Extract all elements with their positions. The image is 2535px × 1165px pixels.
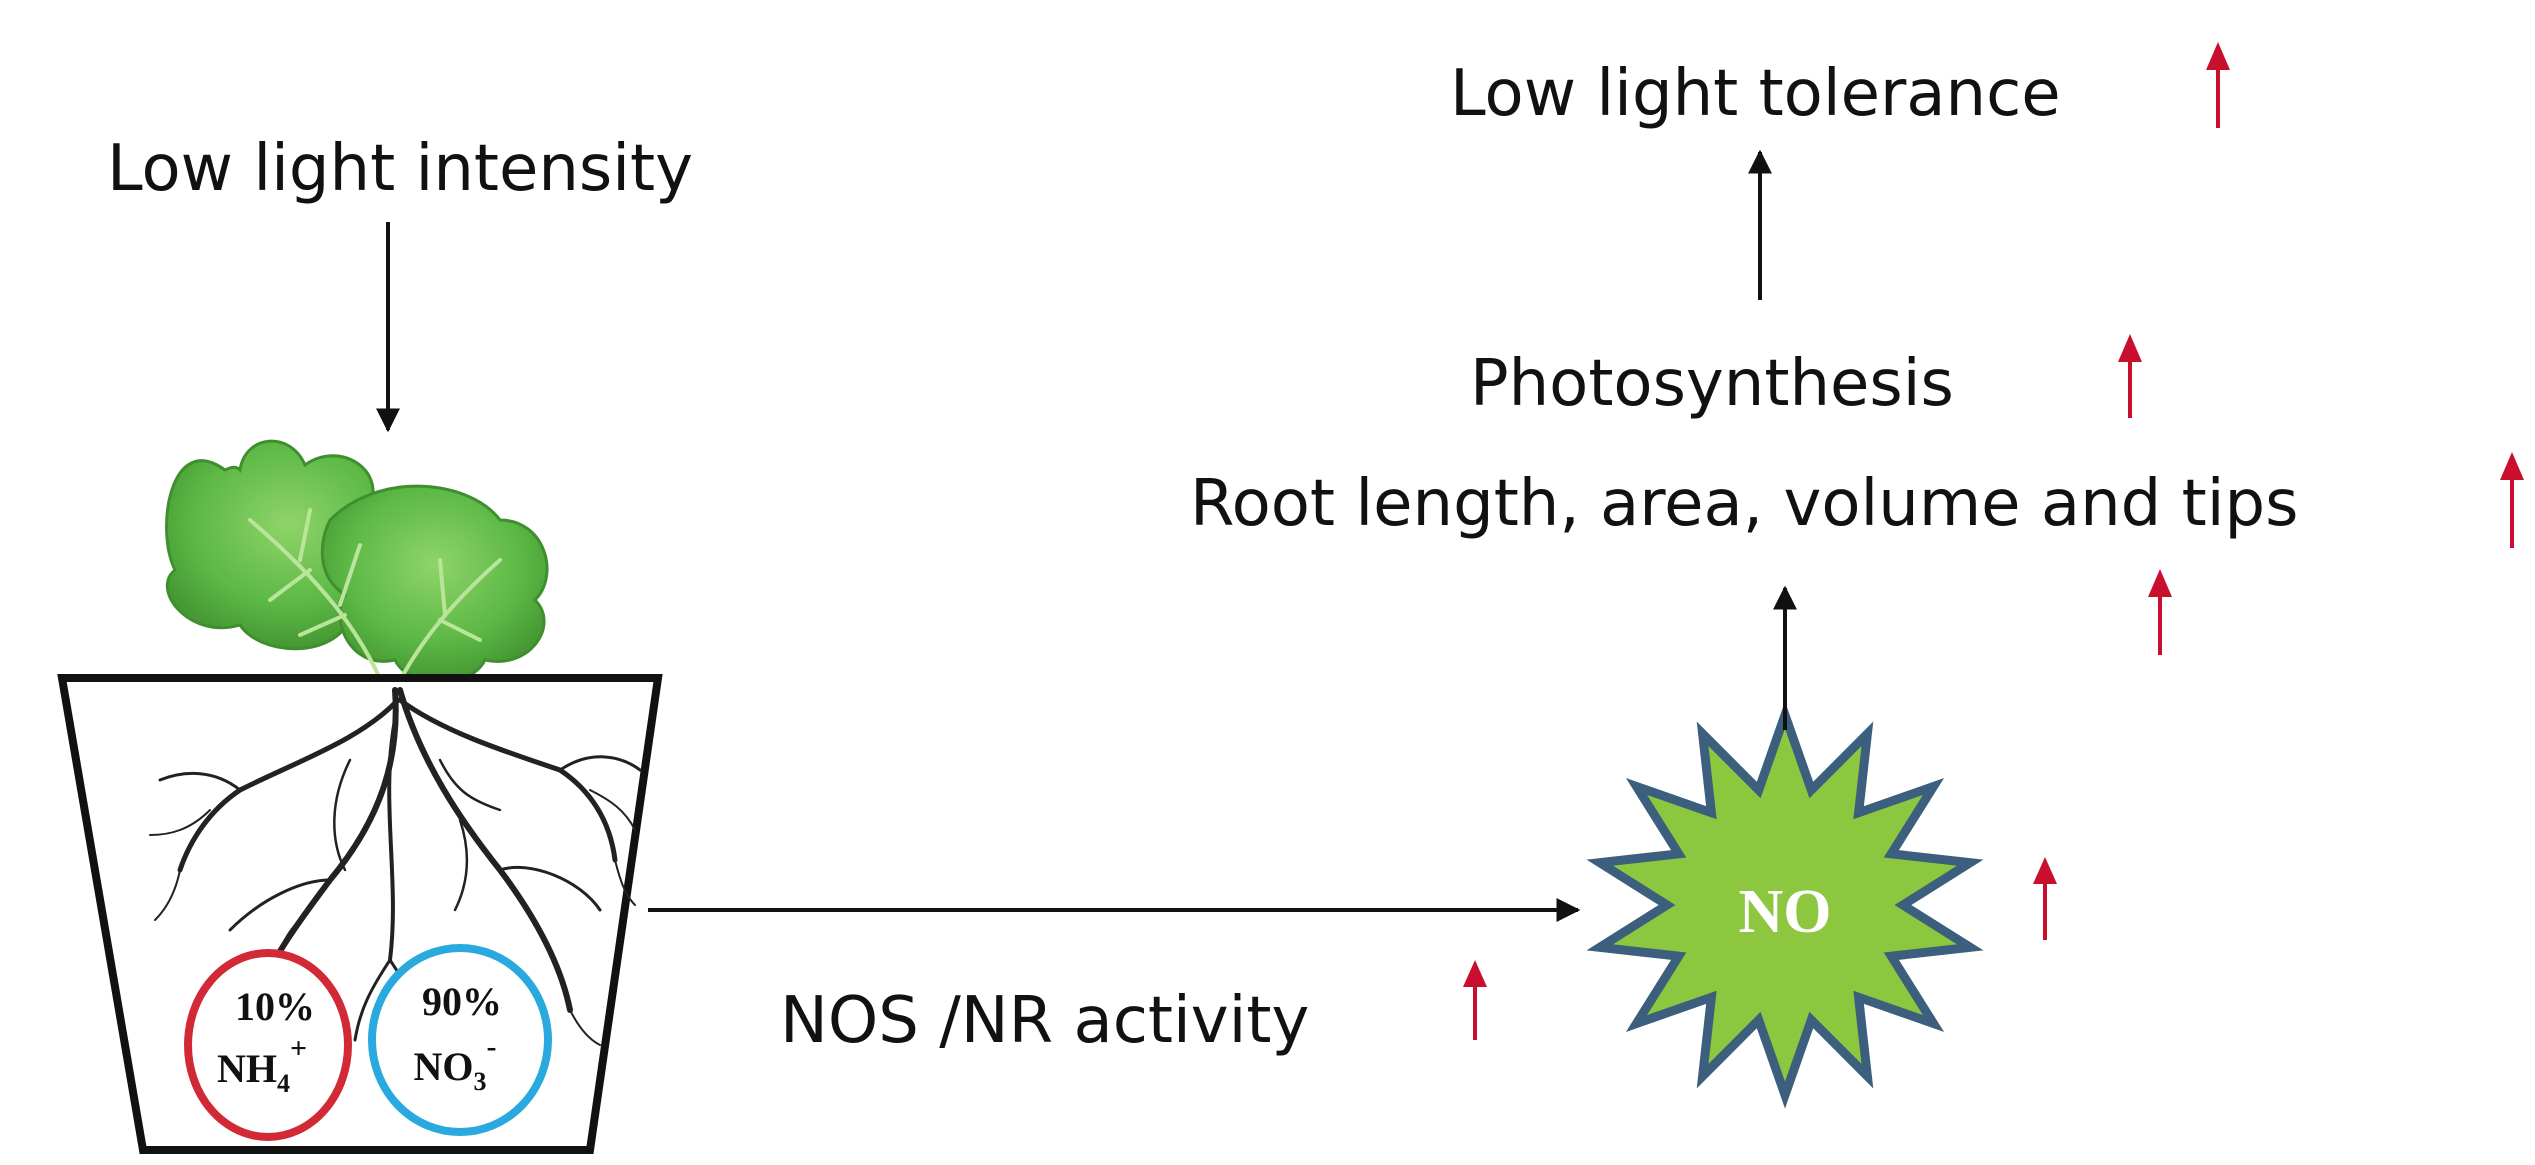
nitrate-circle (368, 944, 552, 1136)
root-traits-label: Root length, area, volume and tips (1190, 467, 2298, 541)
pot-outline (57, 674, 663, 1154)
nitrate-ion-label: NO3- (414, 1030, 497, 1096)
plant-leaves-icon (165, 439, 549, 692)
photosynthesis-increase-arrow-icon (2118, 334, 2142, 418)
nos-nr-increase-arrow-icon (1463, 960, 1487, 1040)
root-traits-increase-arrow-icon (2500, 452, 2524, 548)
no-increase-arrow-icon (2033, 857, 2057, 940)
low-light-intensity-label: Low light intensity (107, 132, 693, 206)
ammonium-percent: 10% (235, 984, 315, 1029)
root-traits-second-increase-arrow-icon (2148, 569, 2172, 655)
low-light-tolerance-label: Low light tolerance (1450, 57, 2061, 131)
nos-nr-activity-label: NOS /NR activity (780, 984, 1309, 1058)
tolerance-increase-arrow-icon (2206, 42, 2230, 128)
no-label: NO (1739, 878, 1832, 946)
ammonium-ion-label: NH4+ (217, 1032, 307, 1098)
ammonium-circle (184, 949, 352, 1141)
nitrate-percent: 90% (422, 979, 502, 1024)
photosynthesis-label: Photosynthesis (1470, 347, 1954, 421)
no-burst-icon: NO (1586, 701, 1984, 1109)
